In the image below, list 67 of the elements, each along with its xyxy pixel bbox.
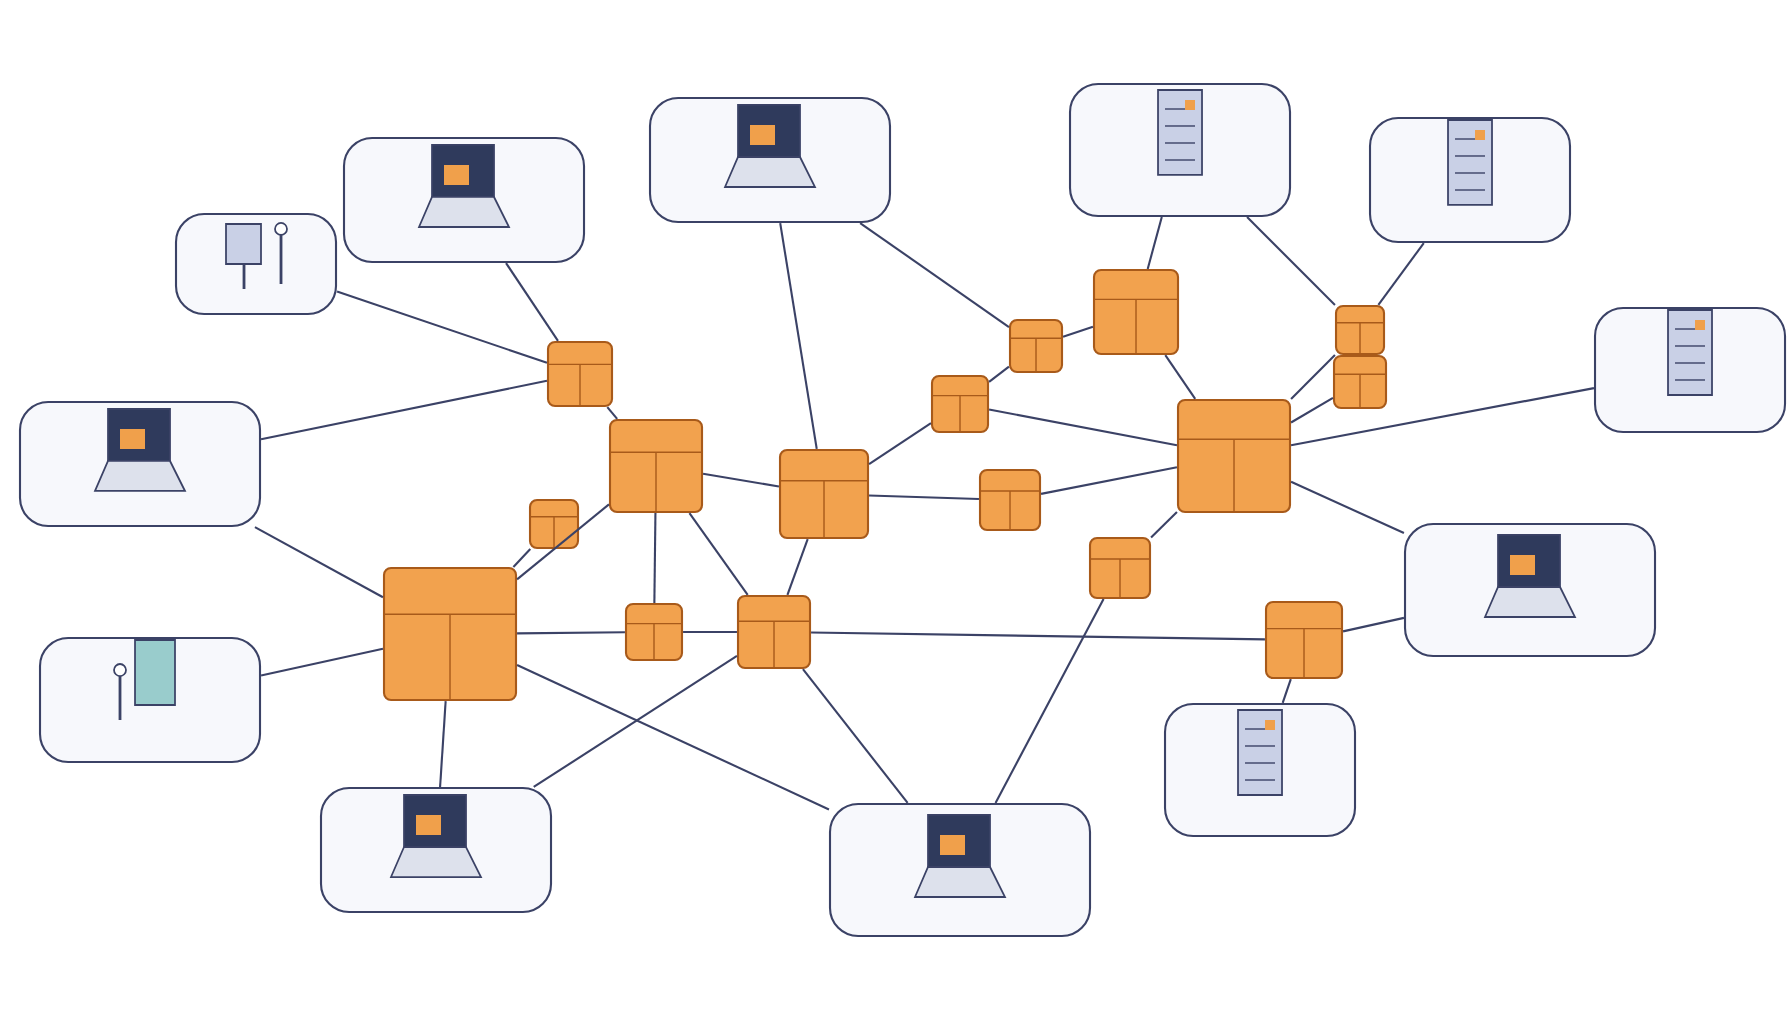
block-cube — [930, 374, 990, 434]
connector-line — [683, 630, 737, 634]
block-cube — [528, 498, 580, 550]
connector-line — [1290, 397, 1334, 424]
connector-line — [988, 408, 1178, 447]
connector-line — [1290, 387, 1595, 447]
connector-line — [786, 538, 809, 596]
block-cube — [382, 566, 518, 702]
block-cube — [1008, 318, 1064, 374]
connector-line — [260, 379, 548, 441]
connector-line — [1062, 325, 1094, 338]
connector-line — [1164, 354, 1197, 400]
block-cube — [624, 602, 684, 662]
connector-line — [512, 548, 532, 568]
block-cube — [1088, 536, 1152, 600]
connector-line — [653, 513, 657, 603]
kiosk-platform-drawing — [174, 212, 338, 316]
connector-line — [1342, 616, 1405, 633]
server-platform-drawing — [1593, 306, 1787, 434]
block-cube — [1176, 398, 1292, 514]
connector-line — [1290, 354, 1336, 400]
laptop-platform-drawing — [648, 96, 892, 224]
connector-line — [505, 262, 559, 342]
connector-line — [994, 598, 1105, 804]
block-cube — [1334, 304, 1386, 356]
connector-line — [517, 631, 625, 635]
connector-line — [1377, 242, 1425, 306]
connector-line — [254, 526, 384, 599]
connector-line — [869, 494, 979, 501]
connector-line — [516, 664, 830, 811]
block-cube — [736, 594, 812, 670]
connector-line — [1290, 480, 1405, 534]
laptop-platform-drawing — [1403, 522, 1657, 658]
connector-line — [859, 222, 1010, 328]
connector-line — [811, 631, 1265, 641]
laptop-platform-drawing — [18, 400, 262, 528]
connector-line — [439, 701, 447, 787]
block-cube — [1264, 600, 1344, 680]
block-cube — [778, 448, 870, 540]
server-platform-drawing — [1068, 82, 1292, 218]
server-platform-drawing — [1163, 702, 1357, 838]
connector-line — [868, 422, 932, 466]
block-cube — [546, 340, 614, 408]
server-platform-drawing — [1368, 116, 1572, 244]
laptop-platform-drawing — [319, 786, 553, 914]
connector-line — [779, 222, 818, 450]
connector-line — [1146, 216, 1163, 270]
laptop-platform-drawing — [342, 136, 586, 264]
connector-line — [516, 503, 610, 581]
connector-line — [1150, 511, 1178, 539]
connector-line — [1281, 678, 1292, 704]
connector-line — [702, 472, 780, 488]
block-cube — [978, 468, 1042, 532]
connector-line — [606, 406, 618, 420]
connector-line — [336, 290, 548, 364]
connector-line — [260, 647, 384, 677]
connector-line — [688, 512, 749, 596]
block-cube — [608, 418, 704, 514]
connector-line — [1040, 466, 1178, 495]
connector-line — [988, 365, 1010, 383]
connector-line — [802, 668, 909, 804]
people-platform-drawing — [38, 636, 262, 764]
block-cube — [1092, 268, 1180, 356]
connector-line — [533, 655, 738, 788]
connector-line — [1246, 216, 1336, 306]
block-cube — [1332, 354, 1388, 410]
laptop-platform-drawing — [828, 802, 1092, 938]
